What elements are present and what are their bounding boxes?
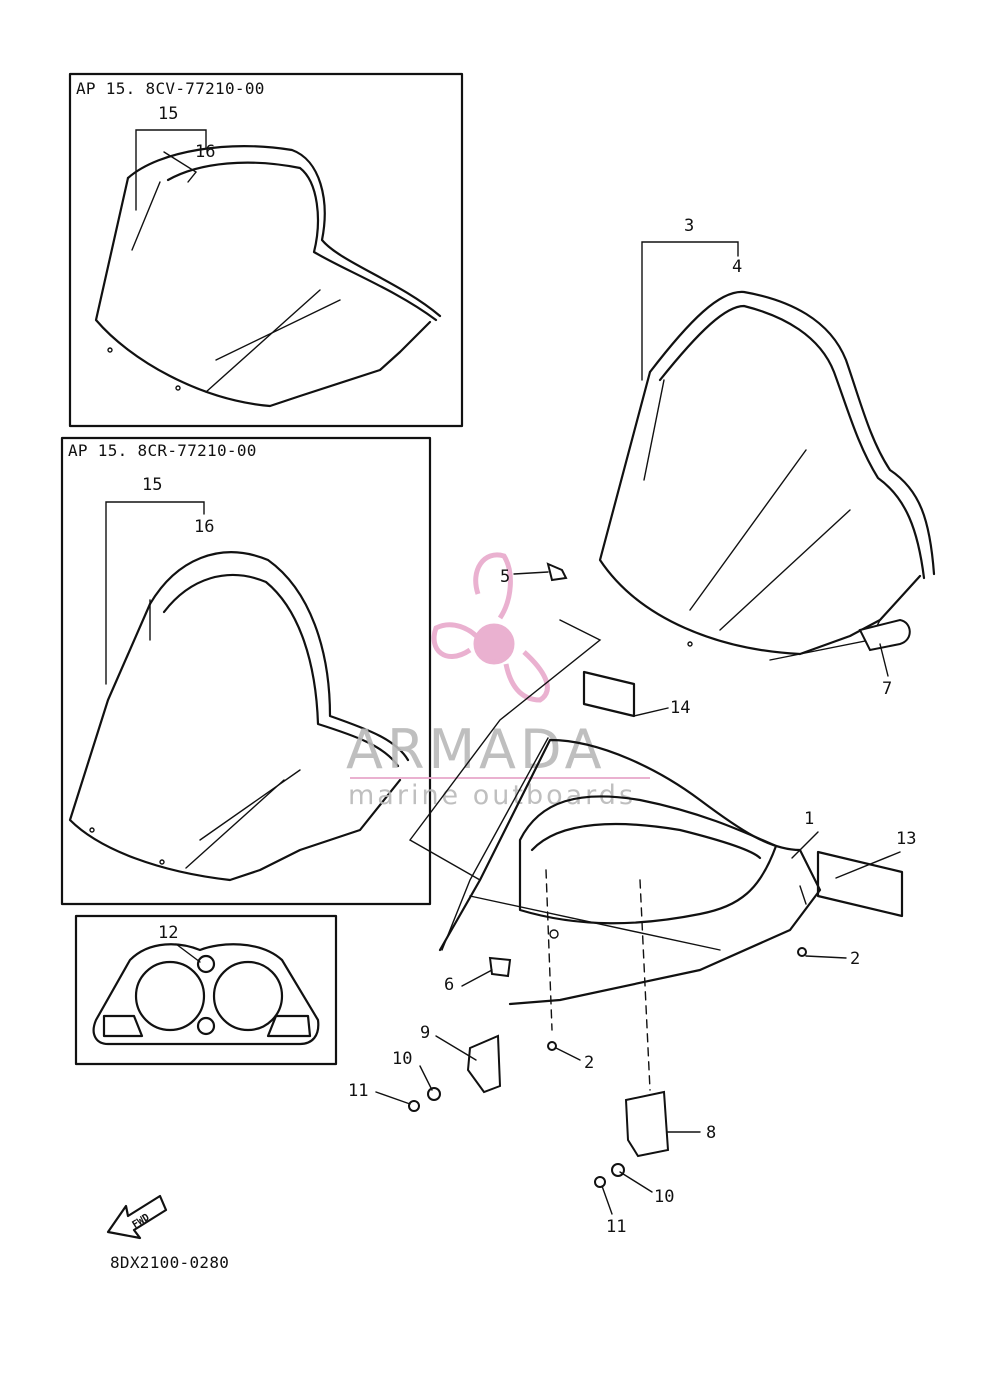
armada-logo-propeller	[431, 552, 550, 703]
inset-upper-frame	[68, 72, 464, 428]
armada-watermark: ARMADA marine outboards	[346, 552, 650, 811]
callout-6: 6	[444, 975, 454, 995]
screw-5	[546, 562, 568, 582]
bracket-7	[858, 618, 911, 652]
gauge-panel	[92, 943, 320, 1046]
inset-gauge-part-label: 12	[158, 923, 178, 943]
bracket-9	[466, 1034, 502, 1094]
nut-11b	[594, 1176, 606, 1188]
watermark-tagline: marine outboards	[348, 780, 636, 811]
inset-upper-part-label: 16	[195, 142, 215, 162]
inset-upper-caption: AP 15. 8CV-77210-00	[76, 79, 265, 98]
callout-11b: 11	[606, 1217, 626, 1237]
watermark-brand: ARMADA	[346, 718, 606, 781]
hardware	[408, 562, 911, 1188]
callout-11a: 11	[348, 1081, 368, 1101]
callout-2a: 2	[850, 949, 860, 969]
inset-lower-bracket	[105, 501, 205, 685]
callout-14: 14	[670, 698, 690, 718]
callout-3: 3	[684, 216, 694, 236]
inset-lower-frame	[60, 436, 432, 906]
callout-5: 5	[500, 567, 510, 587]
windshield-main: 3 4	[598, 216, 936, 661]
grommet-6	[488, 956, 512, 978]
bracket-8	[624, 1090, 670, 1158]
callout-9: 9	[420, 1023, 430, 1043]
callout-2b: 2	[584, 1053, 594, 1073]
screw-2a	[797, 947, 807, 957]
windshield-upper-inset	[94, 145, 442, 408]
assembly-lines	[408, 619, 651, 1091]
diagram-code: 8DX2100-0280	[110, 1253, 229, 1272]
callout-8: 8	[706, 1123, 716, 1143]
washer-10a	[427, 1087, 441, 1101]
inset-lower-bracket-label: 15	[142, 475, 162, 495]
bracket-3	[641, 241, 739, 381]
callout-1: 1	[804, 809, 814, 829]
inset-lower-caption: AP 15. 8CR-77210-00	[68, 441, 257, 460]
cowling-part-1	[438, 737, 822, 1006]
screw-2b	[547, 1041, 557, 1051]
inset-lower-part-label: 16	[194, 517, 214, 537]
inset-upper-bracket	[135, 129, 207, 211]
decal-13	[816, 850, 904, 918]
fwd-arrow-label: FWD	[130, 1212, 151, 1231]
inset-gauge: 12	[74, 914, 338, 1066]
windshield-lower-inset	[68, 551, 410, 882]
leader-lines	[375, 571, 901, 1215]
callout-10b: 10	[654, 1187, 674, 1207]
callout-7: 7	[882, 679, 892, 699]
callout-13: 13	[896, 829, 916, 849]
nut-11a	[408, 1100, 420, 1112]
inset-lower: AP 15. 8CR-77210-00 15 16	[60, 436, 432, 906]
decal-14	[582, 670, 636, 718]
inset-upper: AP 15. 8CV-77210-00 15 16	[68, 72, 464, 428]
fwd-arrow-icon: FWD	[106, 1194, 168, 1240]
callout-10a: 10	[392, 1049, 412, 1069]
callout-4: 4	[732, 257, 742, 277]
inset-upper-bracket-label: 15	[158, 104, 178, 124]
inset-gauge-frame	[74, 914, 338, 1066]
